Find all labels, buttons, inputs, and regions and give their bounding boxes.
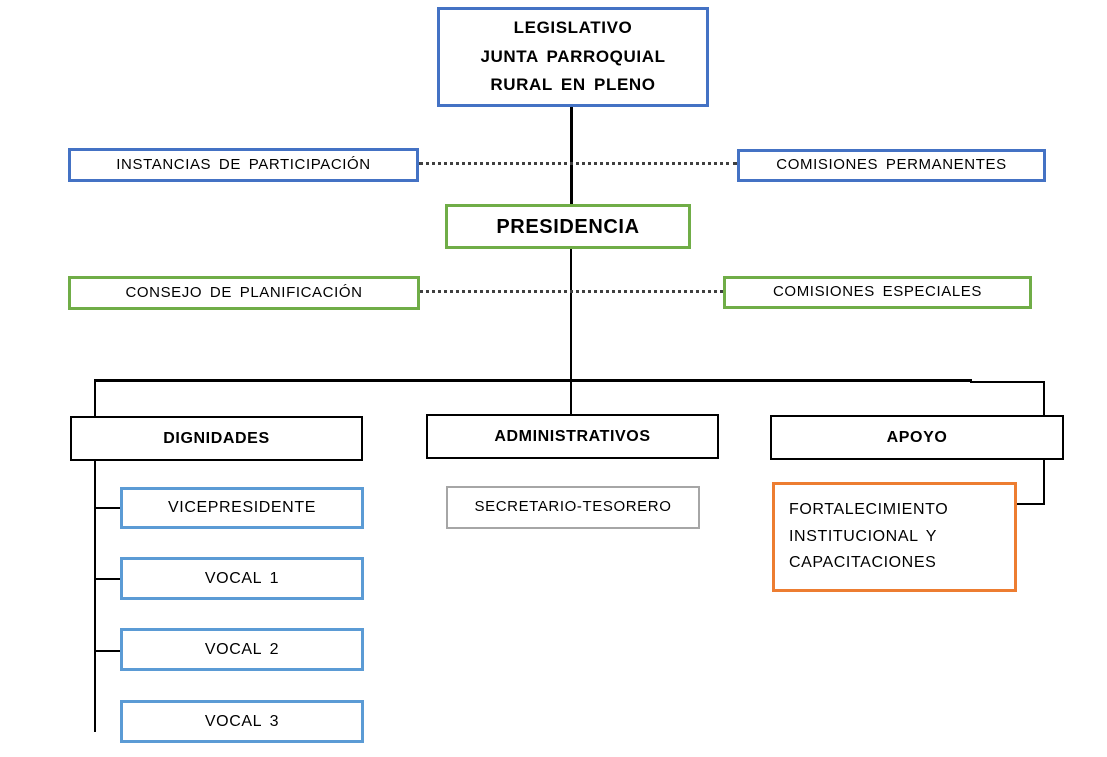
node-apoyo: APOYO xyxy=(770,415,1064,460)
connector-dignidades-drop xyxy=(94,381,96,416)
node-dignidades: DIGNIDADES xyxy=(70,416,363,461)
node-vocal-3: VOCAL 3 xyxy=(120,700,364,743)
connector-tick-vocal-2 xyxy=(94,650,120,652)
connector-tick-vicepresidente xyxy=(94,507,120,509)
connector-apoyo-drop xyxy=(1043,381,1045,415)
connector-fortalecimiento-link xyxy=(1016,503,1045,505)
node-consejo-de-planificacion: CONSEJO DE PLANIFICACIÓN xyxy=(68,276,420,310)
node-vocal-2: VOCAL 2 xyxy=(120,628,364,671)
node-presidencia: PRESIDENCIA xyxy=(445,204,691,249)
connector-dotted-instancias-comisiones-permanentes xyxy=(419,162,737,165)
connector-tick-vocal-1 xyxy=(94,578,120,580)
node-administrativos: ADMINISTRATIVOS xyxy=(426,414,719,459)
connector-presidencia-main xyxy=(570,249,572,415)
connector-apoyo-tail xyxy=(1043,460,1045,505)
node-instancias-de-participacion: INSTANCIAS DE PARTICIPACIÓN xyxy=(68,148,419,182)
node-secretario-tesorero: SECRETARIO-TESORERO xyxy=(446,486,700,529)
node-fortalecimiento-institucional: FORTALECIMIENTO INSTITUCIONAL Y CAPACITA… xyxy=(772,482,1017,592)
node-vocal-1: VOCAL 1 xyxy=(120,557,364,600)
connector-apoyo-horizontal xyxy=(970,381,1045,383)
node-comisiones-especiales: COMISIONES ESPECIALES xyxy=(723,276,1032,309)
connector-legislativo-presidencia xyxy=(570,107,573,205)
connector-dignidades-rail xyxy=(94,461,96,732)
connector-dotted-consejo-comisiones-especiales xyxy=(420,290,723,293)
node-legislativo-junta-parroquial: LEGISLATIVO JUNTA PARROQUIAL RURAL EN PL… xyxy=(437,7,709,107)
connector-main-horizontal xyxy=(94,379,972,382)
node-comisiones-permanentes: COMISIONES PERMANENTES xyxy=(737,149,1046,182)
node-vicepresidente: VICEPRESIDENTE xyxy=(120,487,364,529)
